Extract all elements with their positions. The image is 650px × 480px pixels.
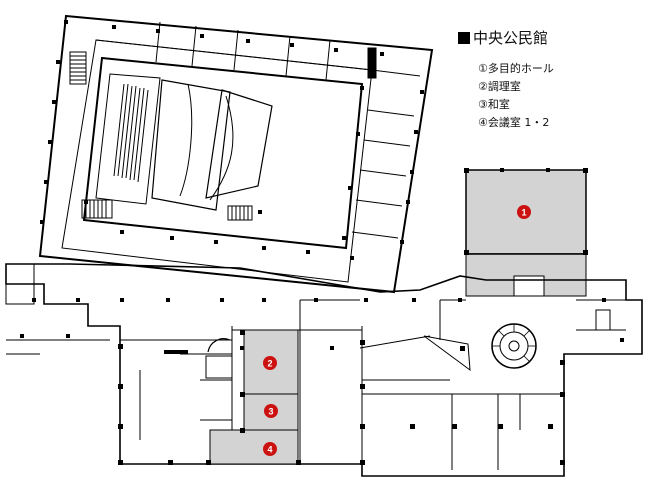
room-multipurpose-hall [464,168,588,297]
marker-4-label: 4 [267,445,272,455]
hall-right-rooms [351,47,421,239]
auditorium-wall [82,56,364,250]
stage-apron [205,89,273,199]
seating-rows [113,83,149,183]
meeting-room-area [209,429,299,465]
marker-3-label: 3 [268,407,273,417]
spiral-staircase [491,323,537,369]
legend-title-text: 中央公民館 [473,29,549,47]
small-staircase [205,338,233,379]
room-meeting [209,429,299,465]
marker-4: 4 [263,442,277,456]
marker-3: 3 [264,404,278,418]
legend-title: 中央公民館 [458,27,548,48]
marker-2: 2 [263,356,277,370]
marker-2-label: 2 [267,359,272,369]
lower-floor-outline [5,263,643,477]
stairs-left-top [69,51,87,85]
square-bullet-icon [458,32,470,44]
legend-item-cooking-room: ②調理室 [478,80,521,93]
lower-columns [20,298,624,465]
marker-1-label: 1 [521,208,526,218]
legend-item-meeting-rooms: ④会議室 1・2 [478,116,550,129]
legend-item-multipurpose-hall: ①多目的ホール [478,62,554,75]
stage-floor [151,79,231,211]
legend-item-japanese-room: ③和室 [478,98,510,111]
hall-top-rooms [95,21,373,81]
upper-hall-block [38,14,434,294]
marker-1: 1 [517,205,531,219]
hall-columns [40,20,424,260]
stage-area [95,73,161,205]
stairs-center [227,205,253,221]
